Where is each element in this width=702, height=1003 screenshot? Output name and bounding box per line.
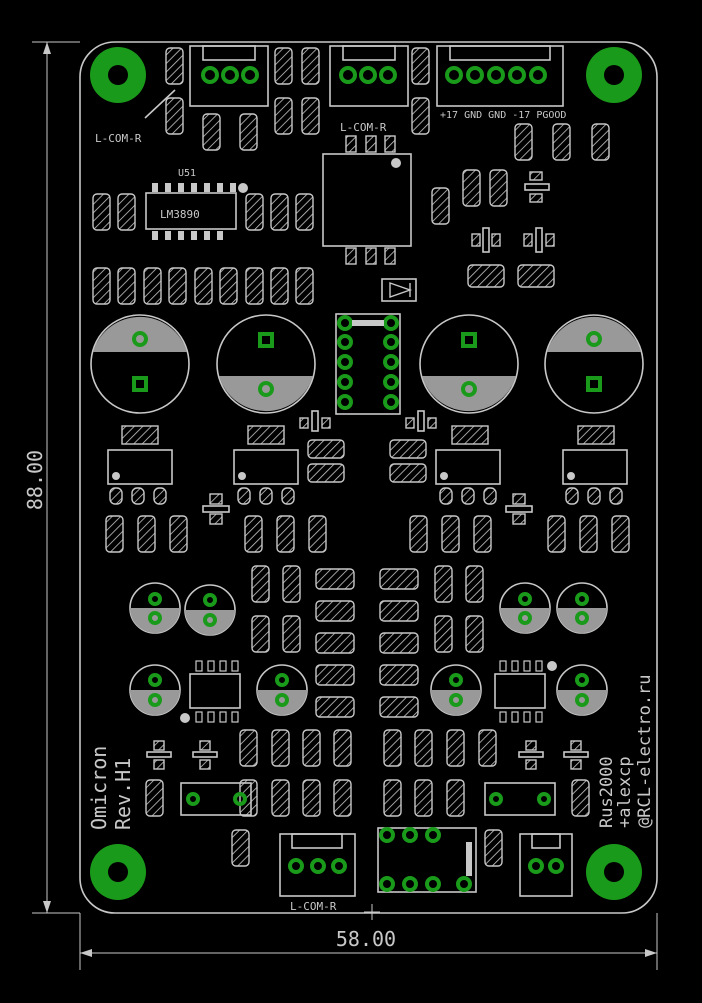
connector-top-mid-label: L-COM-R bbox=[340, 121, 387, 134]
film-cap-left bbox=[180, 782, 252, 816]
smd-cap-group bbox=[146, 740, 589, 770]
electrolytic-cap-large bbox=[419, 314, 519, 414]
height-dimension-label: 88.00 bbox=[23, 450, 47, 510]
ic-label: LM3890 bbox=[160, 208, 200, 221]
connector-bottom bbox=[279, 833, 356, 897]
electrolytic-cap-small bbox=[129, 664, 181, 716]
central-resistor-bank bbox=[251, 565, 484, 718]
top-resistor-group bbox=[165, 47, 610, 161]
ic-ref: U51 bbox=[178, 168, 196, 179]
electrolytic-cap-large bbox=[216, 314, 316, 414]
resistor-row-bottom bbox=[145, 729, 590, 867]
mounting-hole bbox=[90, 47, 146, 103]
board-revision: Rev.H1 bbox=[111, 758, 135, 830]
electrolytic-cap-small bbox=[430, 664, 482, 716]
connector-top-left-label: L-COM-R bbox=[95, 132, 142, 145]
connector-power bbox=[436, 45, 564, 107]
electrolytic-cap-small bbox=[556, 664, 608, 716]
resistor-row-lower bbox=[105, 515, 630, 553]
connector-top-mid bbox=[329, 45, 409, 107]
width-dimension-label: 58.00 bbox=[336, 927, 396, 951]
electrolytic-cap-small bbox=[184, 584, 236, 636]
connector-power-label: +17 GND GND -17 PGOOD bbox=[440, 110, 566, 121]
electrolytic-cap-small bbox=[499, 582, 551, 634]
ic-soic8-left bbox=[180, 660, 241, 723]
dip8-socket-center bbox=[335, 313, 401, 415]
electrolytic-cap-small bbox=[556, 582, 608, 634]
resistor-row-upper bbox=[92, 169, 555, 288]
height-dimension: 88.00 bbox=[23, 41, 80, 914]
connector-top-left bbox=[189, 45, 269, 107]
electrolytic-cap-small bbox=[129, 582, 181, 634]
width-dimension: 58.00 bbox=[79, 913, 658, 970]
board-outline bbox=[79, 41, 658, 914]
credit-line-3: @RCL-electro.ru bbox=[635, 674, 655, 828]
dip8-socket-bottom bbox=[377, 827, 477, 893]
ic-soic8-right bbox=[494, 660, 557, 723]
regulator bbox=[435, 425, 501, 505]
mounting-hole bbox=[586, 844, 642, 900]
connector-small-right bbox=[519, 833, 573, 897]
electrolytic-cap-large bbox=[90, 314, 190, 414]
fiducial-mark bbox=[364, 904, 380, 920]
led bbox=[381, 278, 417, 302]
resistor-row-middle bbox=[92, 267, 314, 305]
regulator bbox=[562, 425, 628, 505]
board-title: Omicron bbox=[87, 746, 111, 830]
smd-pair-group bbox=[202, 410, 533, 525]
connector-bottom-label: L-COM-R bbox=[290, 900, 337, 913]
mounting-hole bbox=[586, 47, 642, 103]
mounting-hole bbox=[90, 844, 146, 900]
regulator bbox=[107, 425, 173, 505]
credit-line-1: Rus2000 bbox=[597, 756, 617, 828]
ic-lm3890: LM3890 U51 bbox=[145, 168, 248, 240]
regulator bbox=[233, 425, 299, 505]
ic-center-top bbox=[322, 135, 412, 265]
electrolytic-cap-large bbox=[544, 314, 644, 414]
electrolytic-cap-small bbox=[256, 664, 308, 716]
credit-line-2: +alexcp bbox=[615, 756, 635, 828]
film-cap-right bbox=[484, 782, 556, 816]
